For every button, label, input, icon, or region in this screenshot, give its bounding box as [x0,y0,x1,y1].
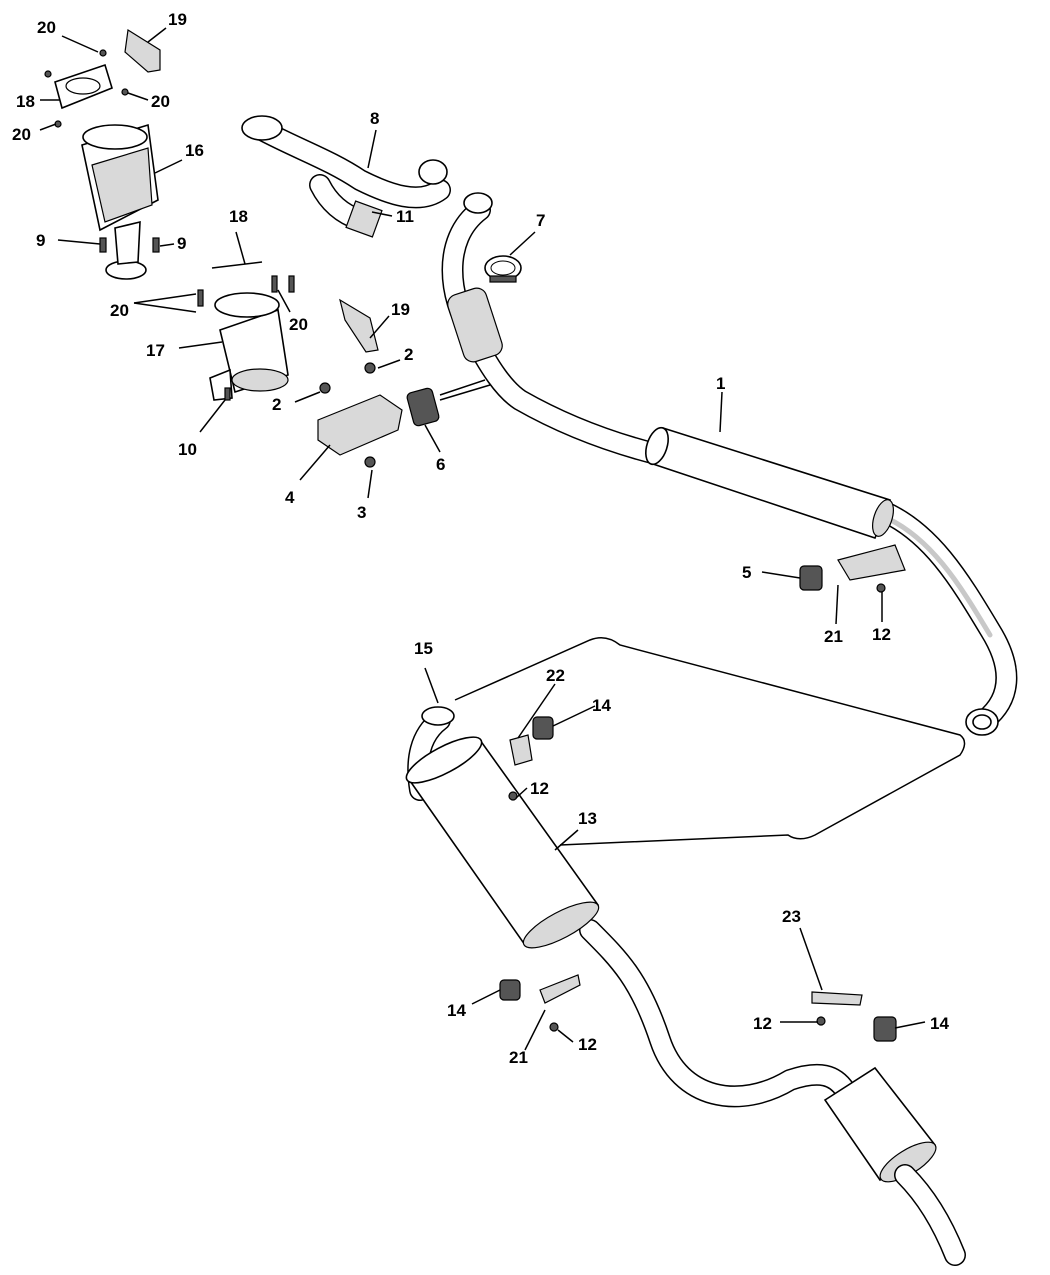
callout-18: 18 [16,92,35,111]
callout-14: 14 [930,1014,949,1033]
callout-20: 20 [12,125,31,144]
callout-20: 20 [37,18,56,37]
callout-21: 21 [824,627,843,646]
callout-21: 21 [509,1048,528,1067]
catalytic-converter-front [81,123,159,280]
catalytic-converter-rear [209,292,289,401]
callout-20: 20 [151,92,170,111]
hanger-21-lower [539,974,581,1004]
callout-19: 19 [168,10,187,29]
leader-lines [39,27,926,1051]
callout-16: 16 [185,141,204,160]
callout-12: 12 [753,1014,772,1033]
hanger-rod [439,379,491,401]
hanger-22 [509,734,533,766]
callout-10: 10 [178,440,197,459]
front-pipe-assembly [441,192,1018,736]
callout-7: 7 [536,211,545,230]
fasteners [44,49,897,1042]
gasket-middle [211,261,263,269]
callout-9: 9 [177,234,186,253]
hanger-21-upper [837,544,906,581]
callout-14: 14 [592,696,611,715]
heat-shield-upper [124,28,161,73]
callout-12: 12 [530,779,549,798]
heat-shield-lower [339,298,379,353]
callout-6: 6 [436,455,445,474]
callout-13: 13 [578,809,597,828]
gasket-top [54,63,113,110]
callout-20: 20 [289,315,308,334]
callout-12: 12 [872,625,891,644]
callout-22: 22 [546,666,565,685]
rear-muffler-assembly [405,706,966,1266]
hanger-23 [811,991,863,1006]
callout-labels: 1 2 2 3 4 5 6 7 8 9 9 10 11 12 12 12 12 … [12,10,949,1067]
callout-2: 2 [404,345,413,364]
pipe-clamp [484,255,522,283]
callout-9: 9 [36,231,45,250]
callout-5: 5 [742,563,751,582]
y-pipe-crossover [241,115,451,238]
callout-20: 20 [110,301,129,320]
callout-17: 17 [146,341,165,360]
callout-14: 14 [447,1001,466,1020]
callout-2: 2 [272,395,281,414]
routing-line [454,636,966,846]
rubber-isolator [406,387,440,427]
hanger-bracket [317,394,403,456]
callout-8: 8 [370,109,379,128]
callout-19: 19 [391,300,410,319]
callout-18: 18 [229,207,248,226]
callout-4: 4 [285,488,295,507]
callout-3: 3 [357,503,366,522]
callout-23: 23 [782,907,801,926]
callout-12: 12 [578,1035,597,1054]
callout-11: 11 [396,207,414,226]
callout-1: 1 [716,374,725,393]
resonator-muffler [645,426,894,539]
callout-15: 15 [414,639,433,658]
